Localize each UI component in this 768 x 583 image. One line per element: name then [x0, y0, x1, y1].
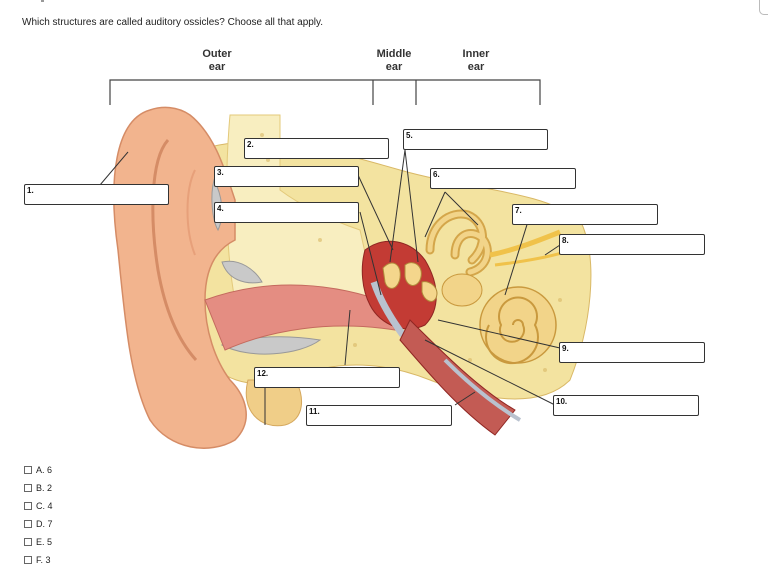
option-label: B. 2: [36, 483, 53, 493]
label-box-8[interactable]: 8.: [559, 234, 705, 255]
checkbox[interactable]: [24, 484, 32, 492]
label-number: 1.: [27, 186, 34, 195]
label-number: 2.: [247, 140, 254, 149]
option-a[interactable]: A. 6: [24, 461, 53, 479]
region-brackets: [109, 79, 541, 105]
label-box-5[interactable]: 5.: [403, 129, 548, 150]
label-box-10[interactable]: 10.: [553, 395, 699, 416]
label-box-3[interactable]: 3.: [214, 166, 359, 187]
label-box-7[interactable]: 7.: [512, 204, 658, 225]
option-label: F. 3: [36, 555, 51, 565]
region-label-outer-ear: Outer ear: [202, 48, 232, 73]
option-f[interactable]: F. 3: [24, 551, 53, 569]
label-number: 9.: [562, 344, 569, 353]
label-number: 11.: [309, 407, 320, 416]
ear-diagram: Outer ear Middle ear Inner ear 1. 2. 3. …: [24, 48, 705, 449]
label-box-12[interactable]: 12.: [254, 367, 400, 388]
window-corner-mark: [759, 0, 768, 15]
label-box-4[interactable]: 4.: [214, 202, 359, 223]
checkbox[interactable]: [24, 538, 32, 546]
label-box-9[interactable]: 9.: [559, 342, 705, 363]
option-c[interactable]: C. 4: [24, 497, 53, 515]
label-box-2[interactable]: 2.: [244, 138, 389, 159]
label-box-11[interactable]: 11.: [306, 405, 452, 426]
option-e[interactable]: E. 5: [24, 533, 53, 551]
label-number: 12.: [257, 369, 269, 378]
checkbox[interactable]: [24, 502, 32, 510]
label-number: 10.: [556, 397, 568, 406]
option-label: D. 7: [36, 519, 53, 529]
option-d[interactable]: D. 7: [24, 515, 53, 533]
label-box-6[interactable]: 6.: [430, 168, 576, 189]
answer-options: A. 6 B. 2 C. 4 D. 7 E. 5 F. 3: [24, 461, 53, 569]
label-number: 8.: [562, 236, 569, 245]
top-edge-mark: [41, 0, 44, 2]
leader-lines: [99, 147, 561, 425]
checkbox[interactable]: [24, 466, 32, 474]
label-number: 3.: [217, 168, 224, 177]
checkbox[interactable]: [24, 556, 32, 564]
label-number: 5.: [406, 131, 413, 140]
region-label-inner-ear: Inner ear: [462, 48, 490, 73]
label-number: 4.: [217, 204, 224, 213]
option-label: A. 6: [36, 465, 53, 475]
label-box-1[interactable]: 1.: [24, 184, 169, 205]
label-number: 6.: [433, 170, 440, 179]
label-number: 7.: [515, 206, 522, 215]
option-label: C. 4: [36, 501, 53, 511]
option-label: E. 5: [36, 537, 53, 547]
question-text: Which structures are called auditory oss…: [22, 17, 324, 28]
checkbox[interactable]: [24, 520, 32, 528]
region-label-middle-ear: Middle ear: [376, 48, 412, 73]
cochlea-shape: [479, 286, 557, 365]
option-b[interactable]: B. 2: [24, 479, 53, 497]
